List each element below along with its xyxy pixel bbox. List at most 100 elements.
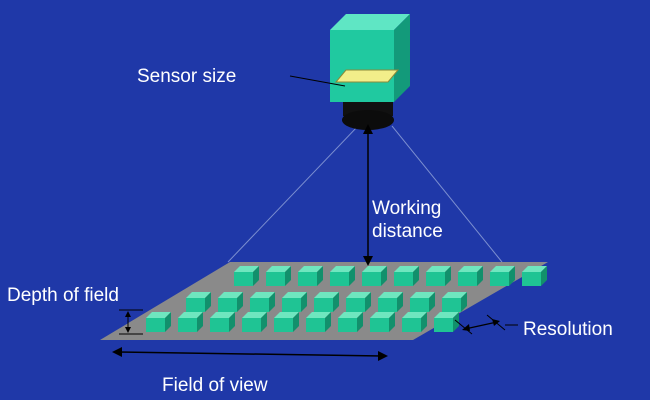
cube-side-face [293,312,299,332]
cube-front-face [242,318,261,332]
cube-top-face [402,312,427,318]
camera [330,14,410,130]
cube-side-face [421,312,427,332]
cube-front-face [210,318,229,332]
cube-top-face [210,312,235,318]
camera-top-face [330,14,410,30]
cube-front-face [434,318,453,332]
cube-side-face [461,292,467,312]
cube-top-face [274,312,299,318]
cube [394,266,419,286]
working-distance-label-line2: distance [372,221,443,242]
cube [234,266,259,286]
cube-front-face [234,272,253,286]
resolution-arrow [454,314,518,335]
cube-front-face [186,298,205,312]
depth-of-field-label: Depth of field [7,285,119,306]
cube [242,312,267,332]
cube-top-face [442,292,467,298]
cube-top-face [370,312,395,318]
cube [490,266,515,286]
cube [426,266,451,286]
cube [306,312,331,332]
cube-side-face [197,312,203,332]
cube-front-face [330,272,349,286]
cube-front-face [426,272,445,286]
lens [342,110,394,130]
cube-front-face [370,318,389,332]
cube [282,292,307,312]
cube-top-face [242,312,267,318]
cube-side-face [253,266,259,286]
object-grid [146,266,547,332]
cube-top-face [146,312,171,318]
cube-front-face [410,298,429,312]
cube-top-face [338,312,363,318]
field-of-view-arrow [112,347,388,361]
cube [522,266,547,286]
cube-front-face [298,272,317,286]
cube [186,292,211,312]
cube-top-face [306,312,331,318]
cube-front-face [314,298,333,312]
cube-front-face [402,318,421,332]
cube [178,312,203,332]
cube-side-face [237,292,243,312]
cube-front-face [442,298,461,312]
cube-front-face [266,272,285,286]
cube [362,266,387,286]
cube [346,292,371,312]
cube-front-face [522,272,541,286]
cube-front-face [362,272,381,286]
cube-front-face [346,298,365,312]
cube [266,266,291,286]
field-of-view-label: Field of view [162,375,268,396]
resolution-label: Resolution [523,319,613,340]
cube-front-face [394,272,413,286]
cube-side-face [333,292,339,312]
cube [146,312,171,332]
cube-front-face [490,272,509,286]
cube-top-face [490,266,515,272]
cube-top-face [266,266,291,272]
cube-side-face [477,266,483,286]
cube [458,266,483,286]
cube-side-face [365,292,371,312]
cube-front-face [250,298,269,312]
cube-front-face [178,318,197,332]
cube [338,312,363,332]
cube-top-face [218,292,243,298]
cube [210,312,235,332]
cube [434,312,459,332]
cube [378,292,403,312]
depth-of-field-arrow [119,309,143,335]
cube-side-face [541,266,547,286]
cube-side-face [429,292,435,312]
fov-cone-right-line [391,125,503,263]
camera-side-face [394,14,410,102]
cube [314,292,339,312]
cube-top-face [522,266,547,272]
cube-front-face [146,318,165,332]
sensor-chip [334,69,400,83]
fov-cone-left-line [227,125,359,263]
cube-top-face [458,266,483,272]
cube-side-face [381,266,387,286]
cube-front-face [458,272,477,286]
sensor-size-label: Sensor size [137,66,237,87]
cube-top-face [250,292,275,298]
cube [370,312,395,332]
cube-top-face [362,266,387,272]
cube-side-face [397,292,403,312]
cube-top-face [178,312,203,318]
cube-side-face [389,312,395,332]
cube-top-face [186,292,211,298]
cube-side-face [261,312,267,332]
cube-front-face [282,298,301,312]
cube-front-face [338,318,357,332]
cube-side-face [269,292,275,312]
cube-side-face [349,266,355,286]
cube [274,312,299,332]
cube-side-face [325,312,331,332]
